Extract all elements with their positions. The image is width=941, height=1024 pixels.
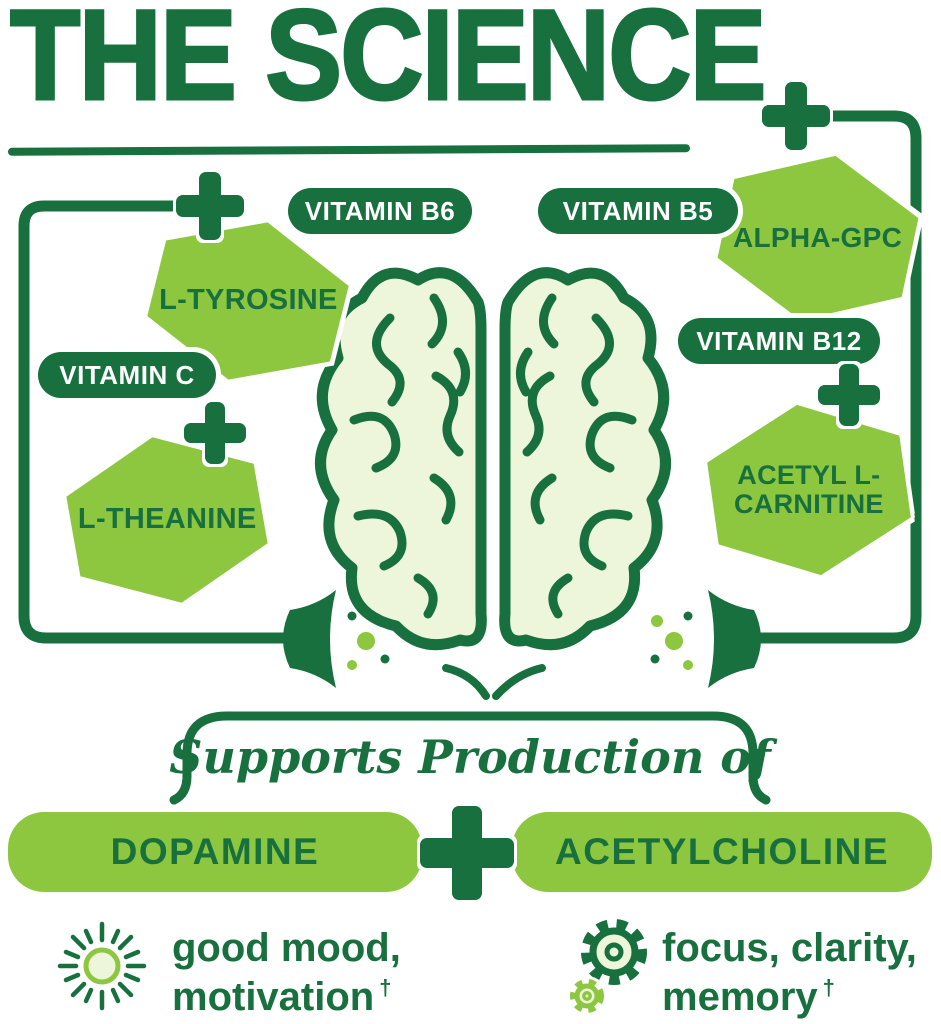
- right-synapse-icon: [708, 590, 761, 688]
- hex-alpha-gpc-shape: ALPHA-GPC: [707, 136, 930, 340]
- badge-vitamin-c: VITAMIN C: [38, 352, 216, 398]
- hex-l-theanine-label: L-THEANINE: [77, 503, 257, 536]
- hex-acetyl-l-carnitine: ACETYL L- CARNITINE: [710, 404, 908, 576]
- neurotransmitter-dots-right: [650, 611, 693, 670]
- mood-benefit-text: good mood, motivation†: [172, 924, 612, 1022]
- acetyl-line1: ACETYL L-: [737, 459, 881, 490]
- supports-brace: [169, 711, 771, 805]
- big-gear: [581, 919, 647, 985]
- plus-icon-theanine: [184, 402, 246, 464]
- acetyl-line2: CARNITINE: [734, 489, 884, 520]
- supports-production-label: Supports Production of: [169, 730, 771, 784]
- mood-benefit-line2-text: motivation: [172, 974, 375, 1019]
- badge-vitamin-b12: VITAMIN B12: [678, 318, 880, 364]
- focus-dagger: †: [822, 975, 835, 1001]
- hex-acetyl-l-carnitine-shape: ACETYL L- CARNITINE: [699, 391, 919, 589]
- dopamine-box: DOPAMINE: [8, 812, 422, 892]
- brain-illustration: [315, 267, 671, 651]
- acetylcholine-box: ACETYLCHOLINE: [512, 812, 932, 892]
- badge-vitamin-b5: VITAMIN B5: [538, 188, 738, 234]
- plus-icon-center: [420, 806, 514, 900]
- badge-vitamin-b12-label: VITAMIN B12: [696, 325, 862, 356]
- page-title: THE SCIENCE: [9, 0, 768, 127]
- hex-alpha-gpc: ALPHA-GPC: [722, 154, 914, 322]
- mood-dagger: †: [379, 975, 392, 1001]
- small-gear: [570, 979, 604, 1013]
- plus-icon-top-left: [176, 172, 244, 240]
- hex-acetyl-l-carnitine-label: ACETYL L- CARNITINE: [734, 461, 884, 519]
- hex-alpha-gpc-label: ALPHA-GPC: [733, 221, 903, 253]
- mood-benefit-line2: motivation†: [172, 973, 612, 1022]
- badge-vitamin-b5-label: VITAMIN B5: [562, 195, 714, 226]
- plus-icon-carnitine: [818, 364, 880, 426]
- focus-benefit-line1: focus, clarity,: [662, 926, 917, 970]
- right-connector-line: [748, 110, 922, 644]
- brain-left-hemisphere: [315, 267, 487, 651]
- acetylcholine-label: ACETYLCHOLINE: [555, 831, 889, 872]
- gears-icon: [562, 912, 662, 1022]
- focus-benefit-text: focus, clarity, memory†: [662, 924, 941, 1022]
- plus-icon-top-right: [762, 82, 830, 150]
- sun-icon: [45, 916, 160, 1016]
- badge-vitamin-b6: VITAMIN B6: [288, 188, 472, 234]
- dopamine-label: DOPAMINE: [110, 831, 320, 872]
- left-connector-line: [18, 200, 296, 644]
- hex-l-tyrosine-label: L-TYROSINE: [158, 284, 338, 317]
- brain-right-hemisphere: [499, 267, 671, 651]
- brain-converge-arcs: [442, 664, 546, 700]
- focus-benefit-line2-text: memory: [662, 974, 818, 1019]
- left-synapse-icon: [283, 590, 336, 688]
- focus-benefit-line2: memory†: [662, 973, 941, 1022]
- mood-benefit-line1: good mood,: [172, 926, 401, 970]
- badge-vitamin-c-label: VITAMIN C: [59, 359, 195, 390]
- badge-vitamin-b6-label: VITAMIN B6: [304, 195, 456, 226]
